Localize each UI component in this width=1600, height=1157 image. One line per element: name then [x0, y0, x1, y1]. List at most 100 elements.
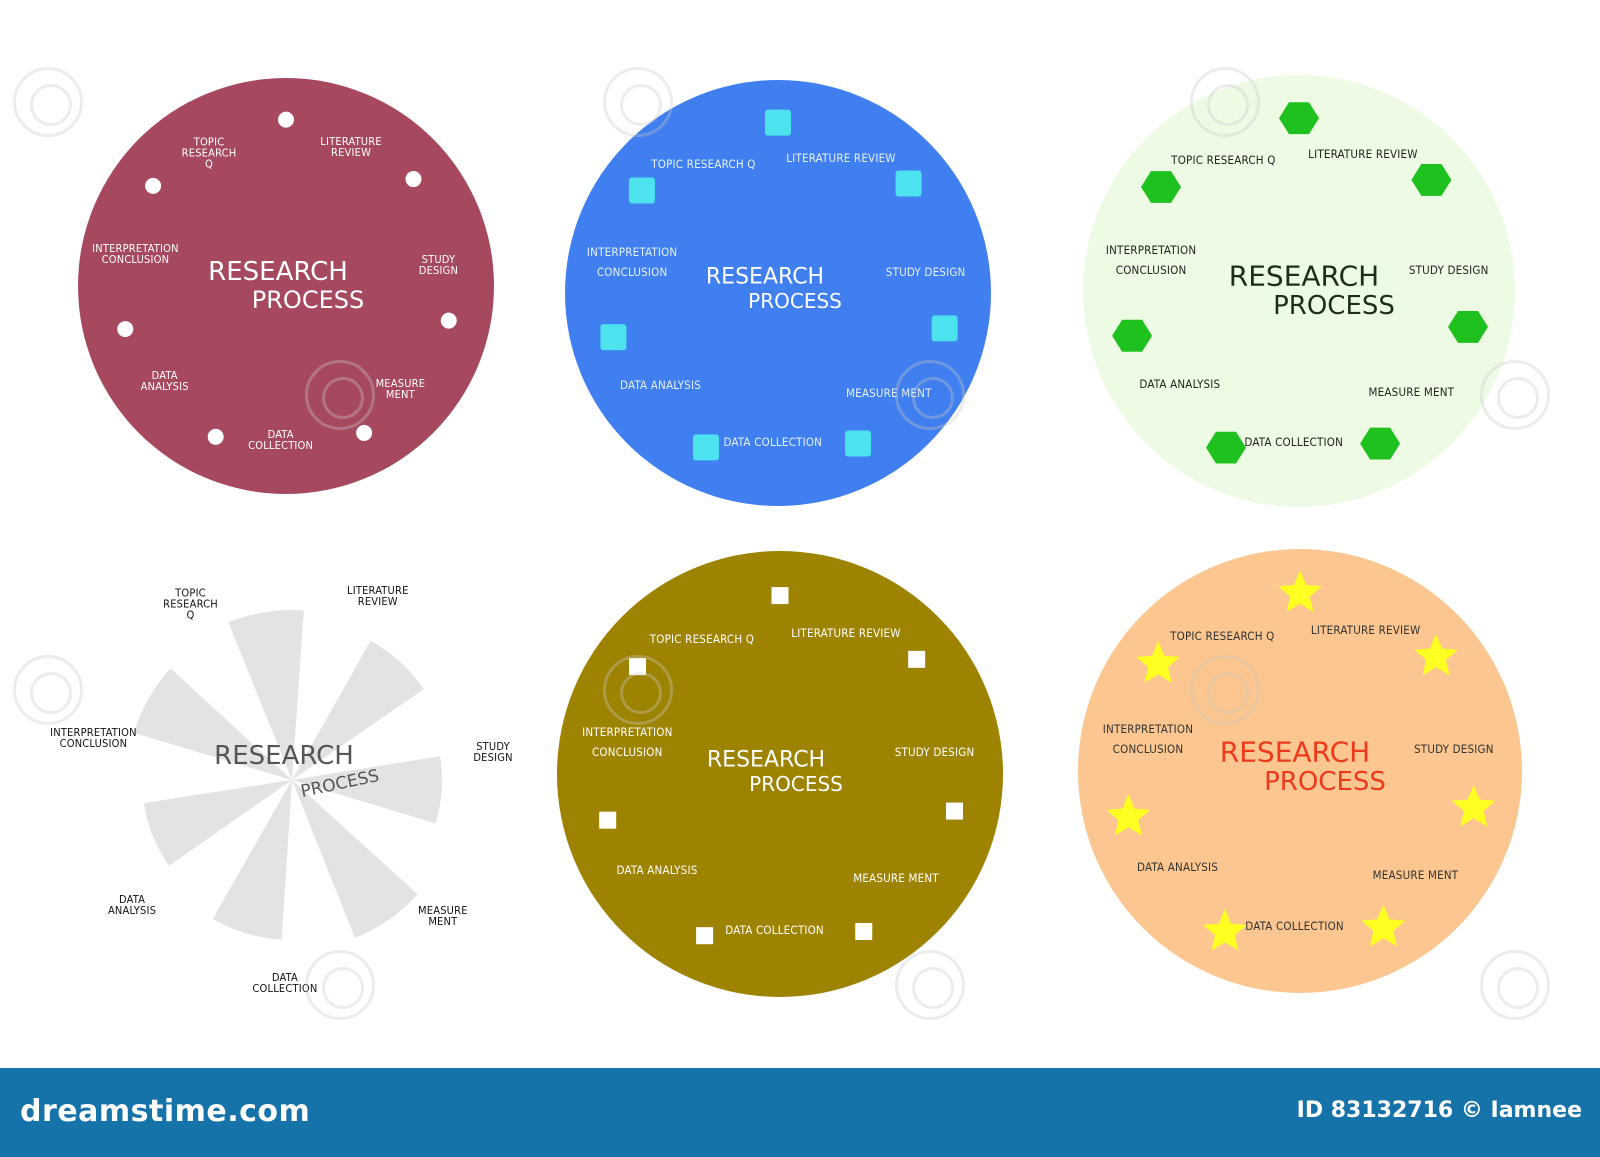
dot-marker [356, 424, 373, 441]
label-study: STUDY DESIGN [1414, 742, 1494, 757]
watermark-swirl-icon [603, 67, 673, 137]
label-analysis: DATA ANALYSIS [1137, 859, 1219, 874]
watermark-swirl-icon [13, 67, 83, 137]
label-interpretation: INTERPRETATION CONCLUSION [50, 725, 137, 750]
dot-marker [278, 111, 294, 128]
watermark-swirl-icon [1190, 67, 1260, 137]
diagram-circle [1078, 549, 1522, 993]
square-marker [696, 927, 714, 945]
label-collection: DATA COLLECTION [725, 923, 824, 937]
label-topic: TOPIC RESEARCH Q [181, 135, 237, 171]
square-marker [692, 434, 719, 461]
title-line-2: PROCESS [251, 286, 365, 315]
footer-brand[interactable]: dreamstime.com [20, 1094, 311, 1129]
title-line-1: RESEARCH [705, 264, 825, 290]
square-marker [599, 811, 617, 829]
square-marker [628, 177, 655, 204]
label-measure: MEASURE MENT [375, 376, 426, 401]
dot-marker [405, 171, 422, 188]
petal-wedge [292, 640, 424, 780]
label-literature: LITERATURE REVIEW [1310, 623, 1421, 638]
label-collection: DATA COLLECTION [1245, 919, 1344, 934]
petal-wedge [292, 756, 442, 824]
watermark-swirl-icon [1480, 360, 1550, 430]
label-measure: MEASURE MENT [853, 871, 939, 886]
footer-credit: ID 83132716 © Iamnee [1296, 1098, 1582, 1123]
footer-bar: dreamstime.com ID 83132716 © Iamnee [0, 1068, 1600, 1157]
star-marker [1414, 633, 1458, 676]
square-marker [600, 324, 627, 351]
label-analysis: DATA ANALYSIS [616, 863, 698, 878]
watermark-swirl-icon [305, 950, 375, 1020]
label-interpretation: INTERPRETATION CONCLUSION [582, 724, 673, 759]
square-marker [931, 315, 958, 342]
title-line-2: PROCESS [749, 772, 843, 797]
label-measure: MEASURE MENT [1372, 867, 1459, 882]
diagram-graphic [1078, 549, 1522, 993]
diagram-circle [78, 78, 494, 494]
square-marker [946, 802, 964, 820]
title-line-2: PROCESS [1264, 767, 1386, 798]
title-line-2: PROCESS [1273, 291, 1395, 322]
label-study: STUDY DESIGN [1408, 262, 1489, 277]
label-collection: DATA COLLECTION [723, 435, 823, 449]
watermark-swirl-icon [1190, 655, 1260, 725]
watermark-swirl-icon [13, 655, 83, 725]
square-marker [765, 109, 791, 136]
square-marker [844, 430, 871, 457]
square-marker [771, 587, 789, 605]
diagram-graphic [133, 610, 442, 940]
title-line-1: RESEARCH [1228, 259, 1380, 293]
petal-wedge [212, 780, 292, 940]
star-marker [1203, 909, 1247, 951]
star-marker [1361, 904, 1406, 947]
petal-wedge [228, 610, 304, 780]
label-interpretation: INTERPRETATION CONCLUSION [586, 245, 678, 279]
watermark-swirl-icon [1480, 950, 1550, 1020]
petal-wedge [133, 668, 292, 780]
hexagon-marker [1112, 319, 1153, 352]
label-literature: LITERATURE REVIEW [1308, 146, 1418, 161]
label-measure: MEASURE MENT [1368, 385, 1455, 400]
hexagon-marker [1448, 311, 1488, 343]
watermark-swirl-icon [895, 950, 965, 1020]
label-study: STUDY DESIGN [885, 265, 966, 280]
title-line-1: RESEARCH [208, 256, 348, 287]
label-study: STUDY DESIGN [418, 252, 459, 277]
label-topic: TOPIC RESEARCH Q [649, 631, 755, 646]
diagram-circle [1083, 75, 1515, 507]
square-marker [855, 923, 873, 941]
diagram-graphic [557, 551, 1003, 997]
label-topic: TOPIC RESEARCH Q [163, 586, 218, 622]
diagram-circle [565, 80, 991, 506]
diagram-graphic [1083, 75, 1515, 507]
dot-marker [145, 177, 162, 194]
dot-marker [440, 312, 457, 329]
title-line-1: RESEARCH [1219, 735, 1371, 769]
hexagon-marker [1360, 427, 1401, 460]
label-collection: DATA COLLECTION [1244, 435, 1344, 450]
diagram-graphic [78, 78, 494, 494]
title-line-1: RESEARCH [706, 747, 826, 773]
hexagon-marker [1206, 431, 1246, 464]
petal-wedge [143, 780, 292, 866]
label-collection: DATA COLLECTION [248, 427, 314, 452]
star-marker [1451, 784, 1496, 827]
label-analysis: DATA ANALYSIS [140, 368, 189, 393]
hexagon-marker [1141, 171, 1181, 203]
star-marker [1136, 641, 1180, 683]
label-interpretation: INTERPRETATION CONCLUSION [1105, 242, 1197, 277]
label-interpretation: INTERPRETATION CONCLUSION [92, 241, 179, 266]
square-marker [908, 650, 926, 668]
label-literature: LITERATURE REVIEW [791, 625, 901, 640]
label-analysis: DATA ANALYSIS [620, 377, 701, 392]
hexagon-marker [1279, 102, 1319, 135]
watermark-swirl-icon [895, 360, 965, 430]
title-line-2: PROCESS [748, 289, 842, 314]
label-analysis: DATA ANALYSIS [107, 892, 157, 917]
